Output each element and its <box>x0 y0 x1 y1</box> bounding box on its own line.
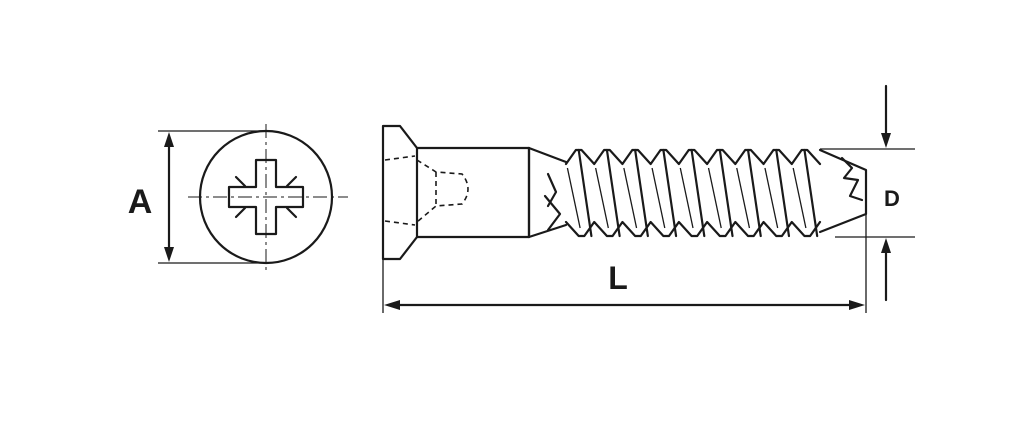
pozi-tick-marks <box>234 175 298 219</box>
countersunk-head <box>381 124 419 261</box>
threaded-section <box>564 148 822 238</box>
neck-flute <box>543 172 562 232</box>
arrow-right-icon <box>849 300 865 310</box>
arrow-up-icon <box>881 238 891 253</box>
thread-root-line <box>594 167 609 229</box>
arrow-left-icon <box>384 300 400 310</box>
dimension-d: D <box>820 84 915 302</box>
thread-crest-line <box>690 148 706 238</box>
thread-root-line <box>736 167 751 229</box>
thread-crest-line <box>746 148 762 238</box>
thread-root-line <box>679 167 694 229</box>
tip-flute <box>840 156 864 202</box>
thread-root-line <box>792 167 807 229</box>
label-l: L <box>608 260 628 296</box>
thread-crest-line <box>775 148 791 238</box>
screw-side-view <box>381 124 868 261</box>
label-a: A <box>128 183 153 221</box>
thread-crest-line <box>718 148 734 238</box>
arrow-down-icon <box>164 247 174 262</box>
cross-recess-icon <box>227 158 305 236</box>
thread-crest-line <box>634 148 649 238</box>
thread-root-line <box>764 167 779 229</box>
hidden-recess-lines <box>384 155 469 226</box>
shank <box>415 146 531 239</box>
thread-root-line <box>566 167 581 229</box>
arrow-down-icon <box>881 133 891 148</box>
thread-root-line <box>623 167 638 229</box>
dimension-a: A <box>128 130 266 264</box>
thread-root-line <box>651 167 666 229</box>
thread-crest-line <box>605 148 621 238</box>
arrow-up-icon <box>164 132 174 147</box>
thread-crest-line <box>662 148 678 238</box>
thread-root-line <box>707 167 722 229</box>
head-end-view: A <box>128 124 348 272</box>
label-d: D <box>884 186 900 211</box>
thread-crest-line <box>803 148 819 238</box>
screw-tip <box>818 148 868 234</box>
dimension-l: L <box>382 214 867 313</box>
thread-crest-line <box>577 148 593 238</box>
neck-taper <box>527 146 568 239</box>
thread-lower-profile <box>564 220 822 238</box>
